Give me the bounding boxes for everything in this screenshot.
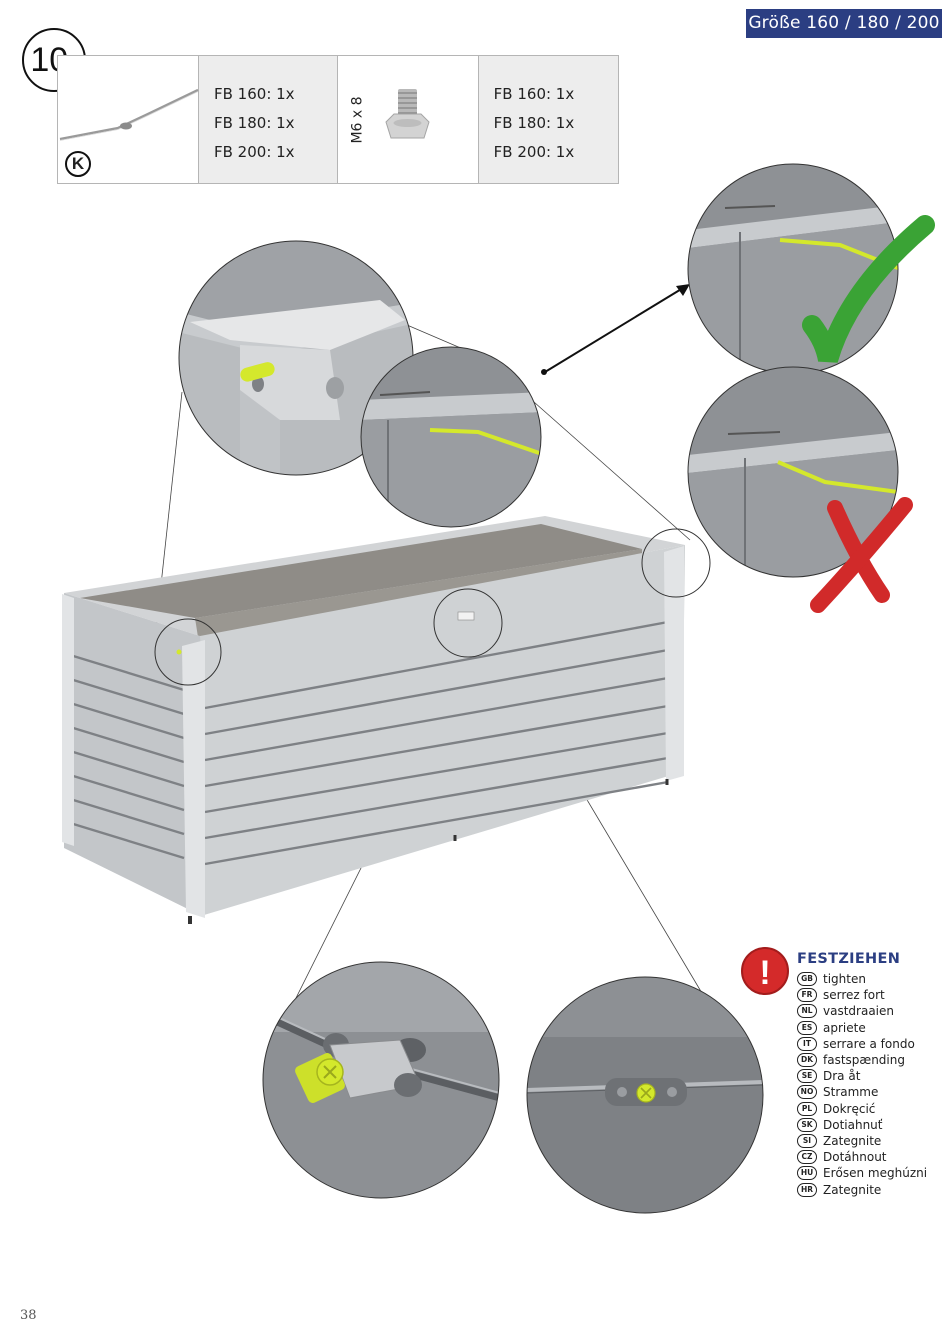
lang-item: PL Dokręcić	[797, 1101, 927, 1117]
lang-item: HR Zategnite	[797, 1181, 927, 1197]
middle-marker	[433, 588, 503, 658]
lang-item: SE Dra åt	[797, 1068, 927, 1084]
lang-item: ES apriete	[797, 1020, 927, 1036]
rod-qty-160: FB 160: 1x	[214, 85, 295, 103]
country-code: FR	[797, 988, 817, 1003]
lang-text: Dotiahnuť	[823, 1117, 883, 1132]
detail-correct-zoom	[688, 164, 898, 374]
tighten-title: FESTZIEHEN	[797, 951, 901, 967]
country-code: HU	[797, 1166, 817, 1181]
tighten-translations: GB tighten FR serrez fort NL vastdraaien ES…	[797, 971, 927, 1198]
corner-marker	[154, 618, 222, 686]
country-code: PL	[797, 1101, 817, 1116]
country-code: NL	[797, 1004, 817, 1019]
planter-box	[62, 516, 685, 924]
size-badge: Größe 160 / 180 / 200	[746, 9, 942, 38]
country-code: NO	[797, 1085, 817, 1100]
lang-text: Dotáhnout	[823, 1150, 887, 1165]
lang-text: Stramme	[823, 1085, 879, 1100]
lang-item: DK fastspænding	[797, 1052, 927, 1068]
cross-mark-icon	[810, 497, 913, 613]
part-bolt-cell: M6 x 8	[338, 56, 479, 183]
lang-item: GB tighten	[797, 971, 927, 987]
country-code: SE	[797, 1069, 817, 1084]
country-code: IT	[797, 1036, 817, 1051]
parts-table: K FB 160: 1x FB 180: 1x FB 200: 1x M6 x …	[57, 55, 619, 184]
lang-text: Dra åt	[823, 1069, 861, 1084]
part-label-k: K	[65, 151, 91, 177]
lang-item: HU Erősen meghúzni	[797, 1165, 927, 1181]
lang-text: tighten	[823, 972, 866, 987]
lang-text: serrez fort	[823, 988, 885, 1003]
bolt-quantity-cell: FB 160: 1x FB 180: 1x FB 200: 1x	[478, 56, 618, 183]
right-corner-marker	[641, 528, 711, 598]
lang-text: Zategnite	[823, 1133, 882, 1148]
country-code: ES	[797, 1020, 817, 1035]
detail-rod-hook-zoom	[361, 347, 541, 527]
country-code: HR	[797, 1182, 817, 1197]
lang-item: FR serrez fort	[797, 987, 927, 1003]
lang-item: IT serrare a fondo	[797, 1036, 927, 1052]
bolt-qty-200: FB 200: 1x	[493, 143, 575, 161]
detail-clamp-zoom	[263, 962, 499, 1198]
rod-qty-180: FB 180: 1x	[214, 114, 295, 132]
lang-item: NL vastdraaien	[797, 1003, 927, 1019]
arrow-to-result	[541, 284, 690, 375]
country-code: GB	[797, 972, 817, 987]
lang-text: apriete	[823, 1020, 866, 1035]
lang-text: fastspænding	[823, 1053, 905, 1068]
country-code: CZ	[797, 1150, 817, 1165]
lang-text: vastdraaien	[823, 1004, 894, 1019]
bolt-icon	[385, 89, 430, 139]
lang-item: CZ Dotáhnout	[797, 1149, 927, 1165]
lang-item: SI Zategnite	[797, 1133, 927, 1149]
bolt-qty-180: FB 180: 1x	[493, 114, 575, 132]
lang-item: NO Stramme	[797, 1084, 927, 1100]
lang-text: Zategnite	[823, 1182, 882, 1197]
tension-rod-icon	[59, 88, 199, 141]
exclamation-icon: !	[741, 947, 789, 995]
detail-clamp-front-zoom	[527, 977, 763, 1213]
rod-qty-200: FB 200: 1x	[214, 143, 295, 161]
part-rod-cell: K	[58, 56, 199, 183]
bolt-qty-160: FB 160: 1x	[493, 85, 575, 103]
page-number: 38	[20, 1308, 37, 1323]
lang-text: Dokręcić	[823, 1101, 876, 1116]
lang-item: SK Dotiahnuť	[797, 1117, 927, 1133]
check-mark-icon	[802, 215, 935, 363]
country-code: SK	[797, 1117, 817, 1132]
country-code: DK	[797, 1053, 817, 1068]
lang-text: serrare a fondo	[823, 1036, 915, 1051]
country-code: SI	[797, 1133, 817, 1148]
rod-quantity-cell: FB 160: 1x FB 180: 1x FB 200: 1x	[199, 56, 339, 183]
lang-text: Erősen meghúzni	[823, 1166, 928, 1181]
